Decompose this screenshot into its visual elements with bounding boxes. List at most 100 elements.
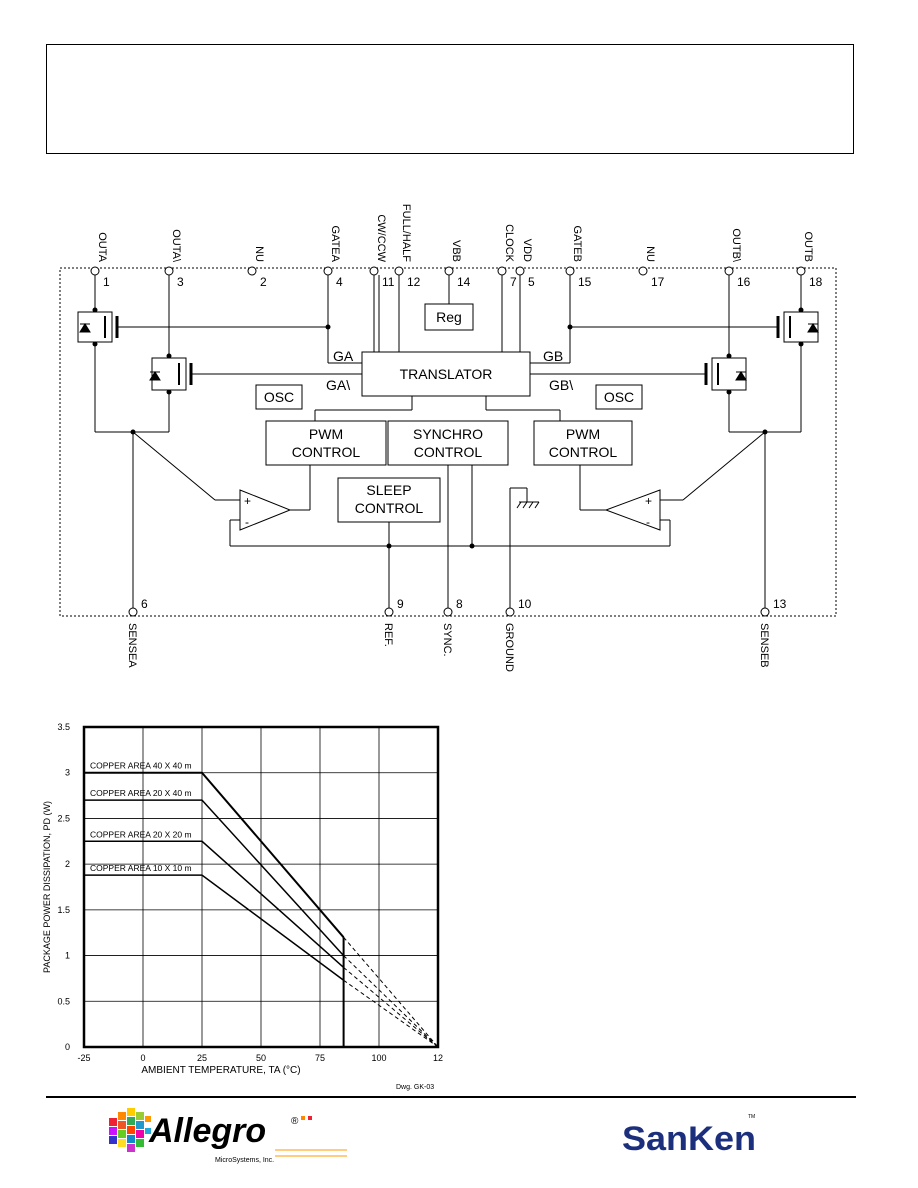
block-diagram: OUTA1OUTA\3NU2GATEA4CW/CCW11FULL/HALF12V…	[59, 204, 837, 672]
bottom-pin-number: 6	[141, 597, 148, 611]
chart-drawing-ref: Dwg. GK-03	[396, 1084, 434, 1091]
reg-label: Reg	[436, 309, 462, 325]
chart-grid	[82, 725, 440, 1049]
top-pin-label: CLOCK	[503, 224, 515, 263]
synchro-line1: SYNCHRO	[413, 426, 483, 442]
osc-left-label: OSC	[264, 389, 294, 405]
x-tick-label: -25	[77, 1053, 90, 1063]
pin-terminal	[369, 266, 379, 276]
pin-terminal	[638, 266, 648, 276]
mosfet-b-low	[704, 357, 747, 391]
series-extrapolation	[343, 967, 439, 1048]
junctions	[92, 307, 804, 549]
sanken-logo: SanKen TM	[622, 1114, 756, 1158]
pin-terminal	[394, 266, 404, 276]
comparator-right-plus: +	[645, 494, 652, 508]
allegro-subtitle: MicroSystems, Inc.	[215, 1157, 274, 1164]
bottom-pin-label: REF.	[382, 623, 394, 647]
mosfet-b-high	[776, 311, 819, 343]
y-tick-label: 1	[65, 951, 70, 961]
top-pin-label: OUTB\	[730, 228, 742, 263]
series-line	[84, 840, 345, 969]
series-extrapolation	[343, 979, 439, 1048]
top-pin-number: 1	[103, 275, 110, 289]
x-tick-label: 12	[433, 1053, 443, 1063]
bottom-pin-number: 9	[397, 597, 404, 611]
top-pin-number: 3	[177, 275, 184, 289]
gb-label: GB	[543, 348, 563, 364]
y-tick-label: 0	[65, 1042, 70, 1052]
top-pin-number: 5	[528, 275, 535, 289]
top-pin-label: GATEA	[329, 226, 341, 263]
sanken-trademark: TM	[748, 1114, 755, 1120]
pin-terminal	[515, 266, 525, 276]
pin-terminal	[796, 266, 806, 276]
pin-terminal	[497, 266, 507, 276]
pin-terminal	[760, 607, 770, 617]
x-tick-label: 100	[371, 1053, 386, 1063]
osc-left-block	[255, 384, 303, 410]
footer-rule	[46, 1096, 856, 1098]
comparator-left	[239, 489, 292, 531]
sleep-line1: SLEEP	[366, 482, 411, 498]
pin-terminal	[128, 607, 138, 617]
x-tick-label: 25	[197, 1053, 207, 1063]
ground-symbol	[516, 488, 540, 509]
top-pin-number: 16	[737, 275, 751, 289]
y-tick-label: 1.5	[57, 905, 70, 915]
pin-terminal	[505, 607, 515, 617]
y-tick-label: 2	[65, 859, 70, 869]
top-pin-number: 15	[578, 275, 592, 289]
osc-right-label: OSC	[604, 389, 634, 405]
pwm-right-line1: PWM	[566, 426, 600, 442]
allegro-mosaic-icon	[109, 1108, 151, 1152]
top-pin-number: 12	[407, 275, 421, 289]
osc-right-block	[595, 384, 643, 410]
pwm-right-block	[533, 420, 633, 466]
series-line	[84, 771, 345, 938]
pin-terminal	[384, 607, 394, 617]
pin-terminal	[443, 607, 453, 617]
bottom-pin-label: GROUND	[503, 623, 515, 672]
top-pin-number: 17	[651, 275, 665, 289]
top-pin-label: FULL/HALF	[400, 204, 412, 262]
series-line	[84, 874, 345, 981]
top-pin-number: 14	[457, 275, 471, 289]
translator-block	[361, 351, 531, 397]
pwm-left-line2: CONTROL	[292, 444, 361, 460]
bottom-pin-number: 8	[456, 597, 463, 611]
gb-bar-label: GB\	[549, 377, 573, 393]
top-pin-label: OUTA	[96, 232, 108, 262]
ga-label: GA	[333, 348, 354, 364]
mosfet-a-high	[77, 311, 119, 343]
pin-terminal	[565, 266, 575, 276]
top-pin-label: VDD	[521, 239, 533, 262]
x-tick-label: 75	[315, 1053, 325, 1063]
x-tick-label: 50	[256, 1053, 266, 1063]
top-pin-group: OUTA1OUTA\3NU2GATEA4CW/CCW11FULL/HALF12V…	[90, 204, 823, 289]
allegro-registered: ®	[291, 1116, 299, 1127]
header-box	[46, 44, 854, 154]
pin-terminal	[247, 266, 257, 276]
comparator-left-minus: -	[245, 515, 249, 529]
series-line	[84, 799, 345, 957]
top-pin-label: OUTA\	[170, 229, 182, 263]
pin-terminal	[724, 266, 734, 276]
bottom-pin-label: SENSEB	[758, 623, 770, 668]
top-pin-number: 4	[336, 275, 343, 289]
mosfet-a-low	[149, 357, 193, 391]
bottom-pin-number: 13	[773, 597, 787, 611]
chart-frame	[82, 725, 440, 1049]
top-pin-number: 2	[260, 275, 267, 289]
series-label: COPPER AREA 20 X 20 m	[90, 829, 192, 839]
y-tick-label: 0.5	[57, 996, 70, 1006]
bottom-pin-label: SYNC.	[441, 623, 453, 657]
pin-terminal	[323, 266, 333, 276]
pwm-right-line2: CONTROL	[549, 444, 618, 460]
bottom-pin-label: SENSEA	[126, 623, 138, 668]
series-extrapolation	[343, 936, 439, 1048]
top-pin-number: 18	[809, 275, 823, 289]
